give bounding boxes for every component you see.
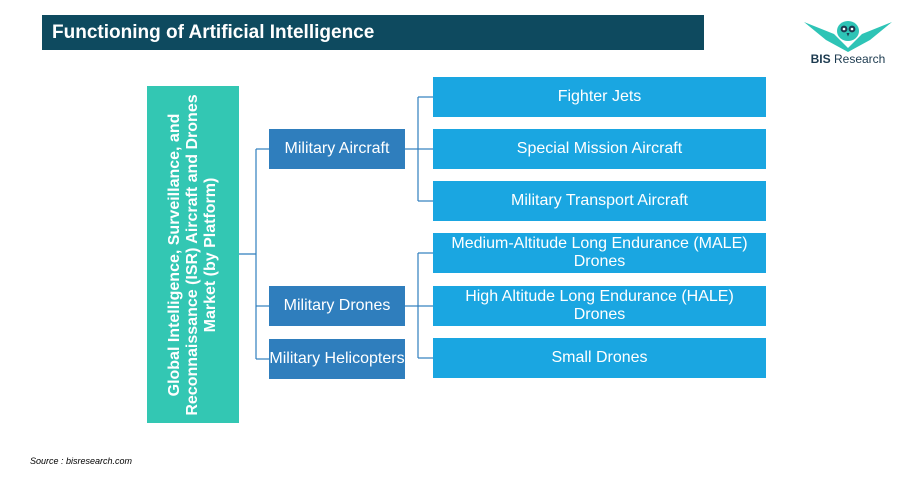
logo: BIS Research	[800, 18, 896, 70]
leaf-hale-drones: High Altitude Long Endurance (HALE) Dron…	[433, 286, 766, 326]
source-note: Source : bisresearch.com	[30, 456, 133, 466]
category-military-drones: Military Drones	[269, 286, 405, 326]
logo-text: BIS Research	[810, 52, 886, 66]
leaf-male-drones: Medium-Altitude Long Endurance (MALE) Dr…	[433, 233, 766, 273]
leaf-fighter-jets: Fighter Jets	[433, 77, 766, 117]
category-military-helicopters: Military Helicopters	[269, 339, 405, 379]
leaf-small-drones: Small Drones	[433, 338, 766, 378]
owl-icon	[804, 21, 892, 52]
root-node: Global Intelligence, Surveillance, and R…	[147, 86, 239, 423]
category-military-aircraft: Military Aircraft	[269, 129, 405, 169]
root-node-label: Global Intelligence, Surveillance, and R…	[166, 93, 219, 416]
page-title: Functioning of Artificial Intelligence	[42, 15, 704, 50]
leaf-special-mission-aircraft: Special Mission Aircraft	[433, 129, 766, 169]
leaf-military-transport-aircraft: Military Transport Aircraft	[433, 181, 766, 221]
